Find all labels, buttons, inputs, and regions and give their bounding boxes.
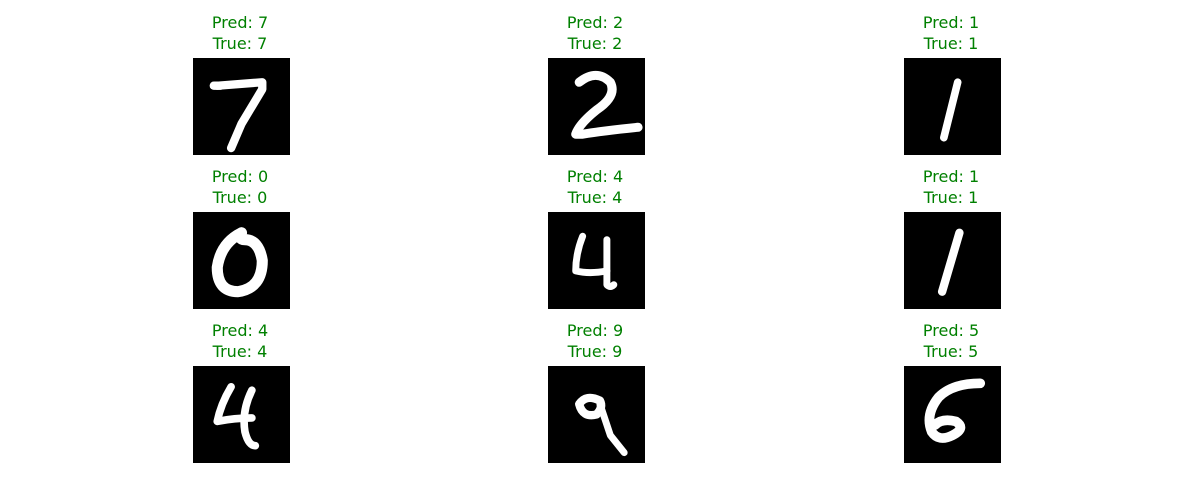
true-label: True: 1	[923, 188, 979, 207]
digit-image-4	[193, 366, 290, 463]
true-label: True: 5	[923, 342, 979, 361]
digit-image-2	[548, 58, 645, 155]
true-label: True: 0	[212, 188, 268, 207]
pred-label: Pred: 2	[566, 13, 624, 32]
pred-label: Pred: 5	[922, 321, 980, 340]
pred-label: Pred: 4	[566, 167, 624, 186]
digit-image-0	[193, 212, 290, 309]
digit-image-9	[548, 366, 645, 463]
digit-image-7	[193, 58, 290, 155]
pred-label: Pred: 0	[211, 167, 269, 186]
true-label: True: 2	[567, 34, 623, 53]
true-label: True: 4	[567, 188, 623, 207]
pred-label: Pred: 4	[211, 321, 269, 340]
true-label: True: 4	[212, 342, 268, 361]
pred-label: Pred: 9	[566, 321, 624, 340]
pred-label: Pred: 7	[211, 13, 269, 32]
digit-image-5	[904, 366, 1001, 463]
true-label: True: 9	[567, 342, 623, 361]
digit-image-1	[904, 212, 1001, 309]
digit-image-1	[904, 58, 1001, 155]
true-label: True: 7	[212, 34, 268, 53]
pred-label: Pred: 1	[922, 13, 980, 32]
pred-label: Pred: 1	[922, 167, 980, 186]
true-label: True: 1	[923, 34, 979, 53]
digit-image-4	[548, 212, 645, 309]
